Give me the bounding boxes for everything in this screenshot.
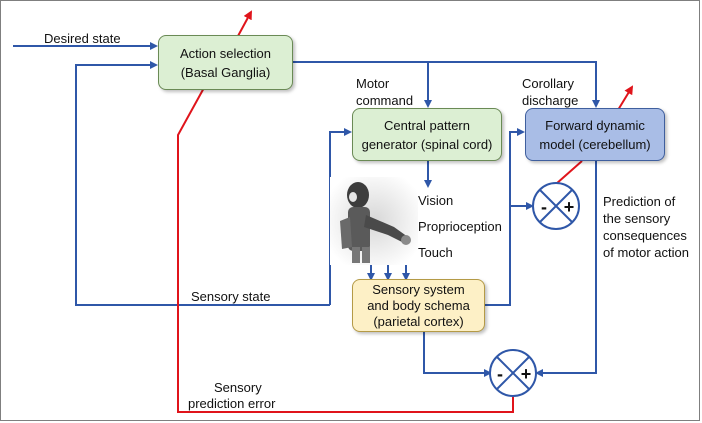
action-selection-subtitle: (Basal Ganglia): [180, 64, 271, 80]
proprioception-label: Proprioception: [418, 219, 502, 234]
action-selection-title: Action selection: [179, 45, 272, 61]
prediction-label-line3: consequences: [603, 228, 687, 243]
vision-label: Vision: [418, 193, 454, 208]
sensory-to-forward-model-line: [485, 128, 525, 306]
sensory-state-feedback-line: [75, 61, 330, 306]
cpg-subtitle: generator (spinal cord): [361, 136, 493, 152]
forward-model-output-arrow: [617, 85, 634, 111]
prediction-label-line2: the sensory: [603, 211, 671, 226]
sensory-system-line2: and body schema: [367, 297, 470, 313]
forward-model-title: Forward dynamic: [545, 117, 645, 133]
sensory-system-line1: Sensory system: [372, 281, 465, 297]
prediction-label-line1: Prediction of: [603, 194, 676, 209]
sensory-to-lower-comparator-line: [423, 332, 492, 377]
prediction-error-label-line2: prediction error: [188, 396, 276, 411]
upper-comparator-minus: -: [541, 197, 547, 217]
upper-comparator-plus: +: [564, 197, 575, 217]
motor-command-label-line1: Motor: [356, 76, 390, 91]
touch-label: Touch: [418, 245, 453, 260]
sensory-state-label: Sensory state: [191, 289, 271, 304]
sensory-system-line3: (parietal cortex): [373, 313, 464, 329]
forward-dynamic-model-box: Forward dynamic model (cerebellum): [525, 108, 665, 161]
sensory-system-box: Sensory system and body schema (parietal…: [352, 279, 485, 332]
lower-comparator-plus: +: [521, 364, 532, 384]
desired-state-label: Desired state: [44, 31, 121, 46]
corollary-discharge-label-line2: discharge: [522, 93, 579, 108]
action-selection-output-arrow: [237, 10, 252, 37]
prediction-to-lower-comparator-line: [535, 161, 597, 377]
prediction-label-line4: of motor action: [603, 245, 689, 260]
robot-image: [330, 177, 418, 265]
corollary-discharge-label-line1: Corollary: [522, 76, 575, 91]
lower-comparator-minus: -: [497, 364, 503, 384]
cpg-title: Central pattern: [384, 117, 470, 133]
error-to-basal-ganglia-line: [177, 85, 514, 413]
lower-comparator: - +: [489, 349, 537, 397]
upper-comparator: - +: [532, 182, 580, 230]
central-pattern-generator-box: Central pattern generator (spinal cord): [352, 108, 502, 161]
action-selection-box: Action selection (Basal Ganglia): [158, 35, 293, 90]
forward-model-subtitle: model (cerebellum): [539, 136, 651, 152]
comparator-to-forward-model-line: [555, 160, 583, 185]
motor-command-label-line2: command: [356, 93, 414, 108]
prediction-error-label-line1: Sensory: [214, 380, 262, 395]
action-to-forward-model-line: [293, 61, 600, 108]
